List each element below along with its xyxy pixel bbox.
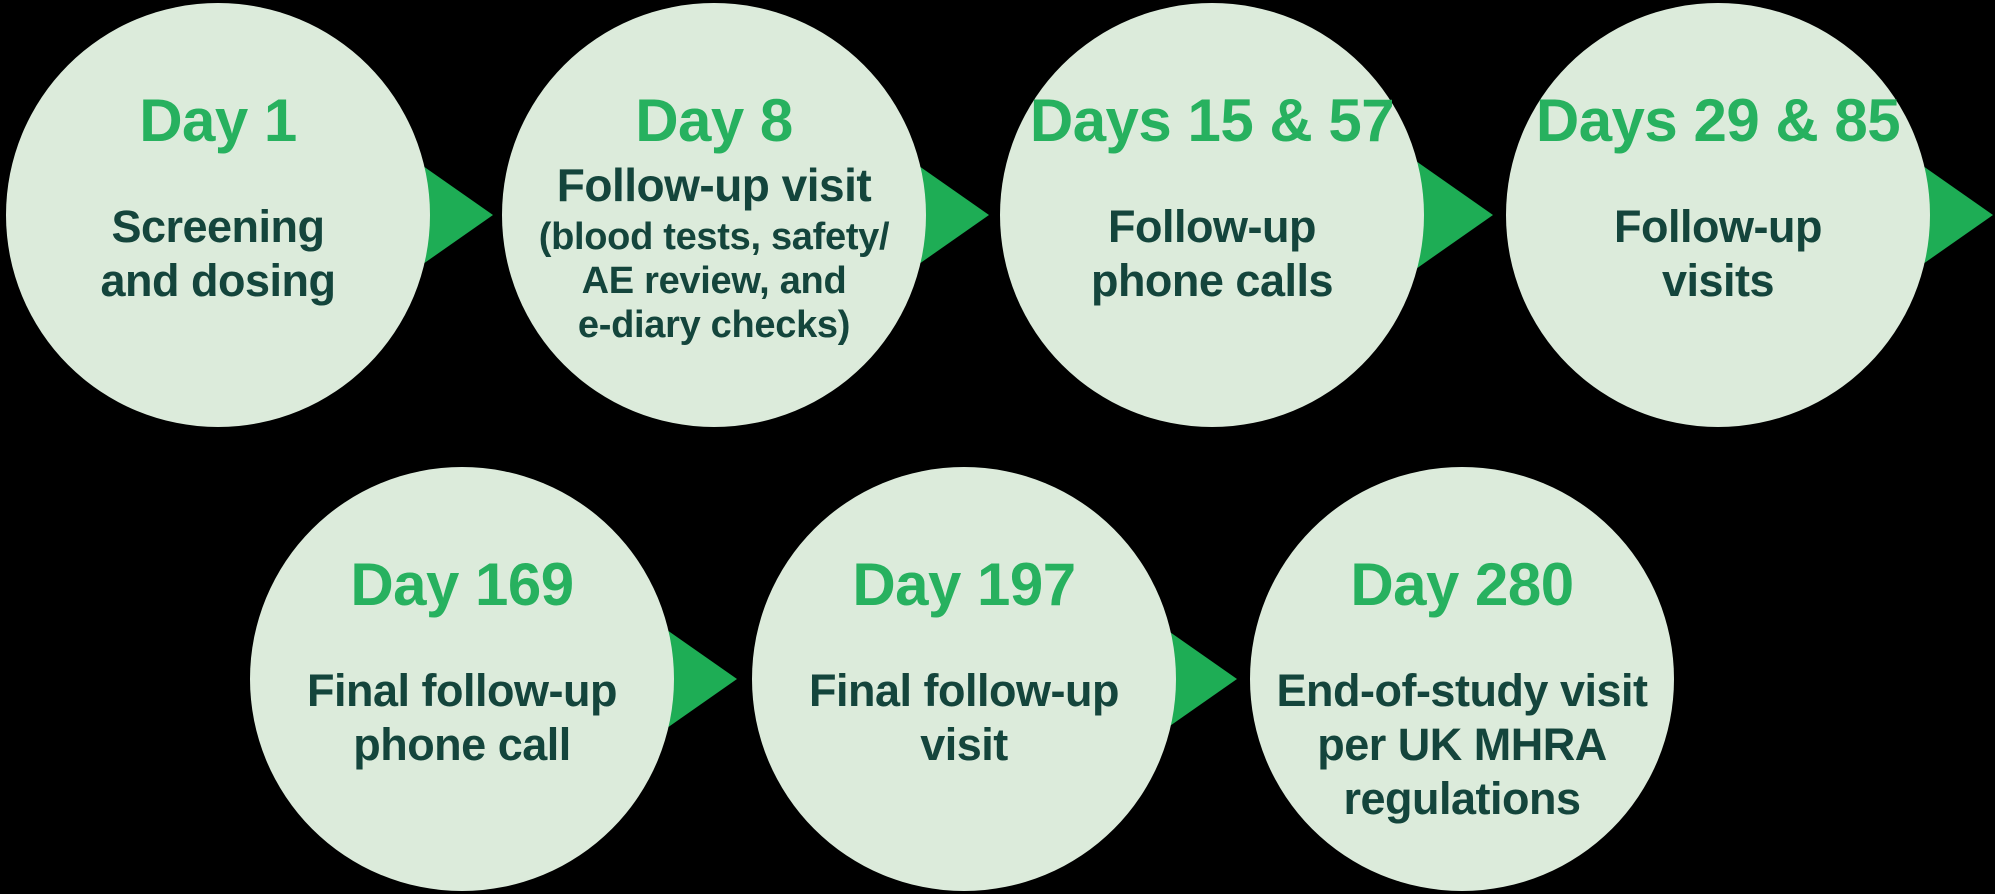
- step-description-line: visit: [920, 719, 1008, 770]
- timeline-step-day-8: Day 8 Follow-up visit (blood tests, safe…: [502, 3, 926, 427]
- step-heading: Days 15 & 57: [1029, 87, 1395, 154]
- step-description-line: visits: [1661, 255, 1775, 306]
- step-description-line: Screening: [111, 201, 325, 252]
- step-description-line: per UK MHRA: [1317, 719, 1607, 770]
- timeline-step-day-280: Day 280 End-of-study visit per UK MHRA r…: [1250, 467, 1674, 891]
- step-description-line: phone call: [353, 719, 571, 770]
- step-note-line: AE review, and: [581, 260, 847, 302]
- timeline-step-days-15-57: Days 15 & 57 Follow-up phone calls: [1000, 3, 1424, 427]
- step-heading: Day 280: [1350, 551, 1574, 618]
- step-description: Final follow-up phone call: [250, 664, 674, 772]
- step-description-line: Final follow-up: [809, 665, 1119, 716]
- timeline-step-day-197: Day 197 Final follow-up visit: [752, 467, 1176, 891]
- step-heading: Day 8: [635, 87, 793, 154]
- step-description: Final follow-up visit: [752, 664, 1176, 772]
- step-description: Follow-up visits: [1506, 200, 1930, 308]
- timeline-step-day-169: Day 169 Final follow-up phone call: [250, 467, 674, 891]
- step-description: Follow-up phone calls: [1000, 200, 1424, 308]
- step-heading: Day 1: [139, 87, 297, 154]
- step-description-line: Follow-up: [1614, 201, 1822, 252]
- step-note-line: e-diary checks): [577, 304, 851, 346]
- step-description-line: and dosing: [100, 255, 337, 306]
- step-note: (blood tests, safety/ AE review, and e-d…: [502, 215, 926, 347]
- step-heading: Days 29 & 85: [1535, 87, 1901, 154]
- step-description: Screening and dosing: [6, 200, 430, 308]
- step-description-line: Final follow-up: [307, 665, 617, 716]
- step-description: End-of-study visit per UK MHRA regulatio…: [1250, 664, 1674, 826]
- timeline-step-day-1: Day 1 Screening and dosing: [6, 3, 430, 427]
- step-description-line: Follow-up: [1108, 201, 1316, 252]
- step-description-line: End-of-study visit: [1276, 665, 1649, 716]
- step-heading: Day 169: [350, 551, 574, 618]
- timeline-step-days-29-85: Days 29 & 85 Follow-up visits: [1506, 3, 1930, 427]
- step-note-line: (blood tests, safety/: [538, 216, 890, 258]
- step-description-line: phone calls: [1090, 255, 1334, 306]
- step-description-line: regulations: [1343, 773, 1581, 824]
- step-heading: Day 197: [852, 551, 1076, 618]
- step-subheading: Follow-up visit: [556, 159, 872, 211]
